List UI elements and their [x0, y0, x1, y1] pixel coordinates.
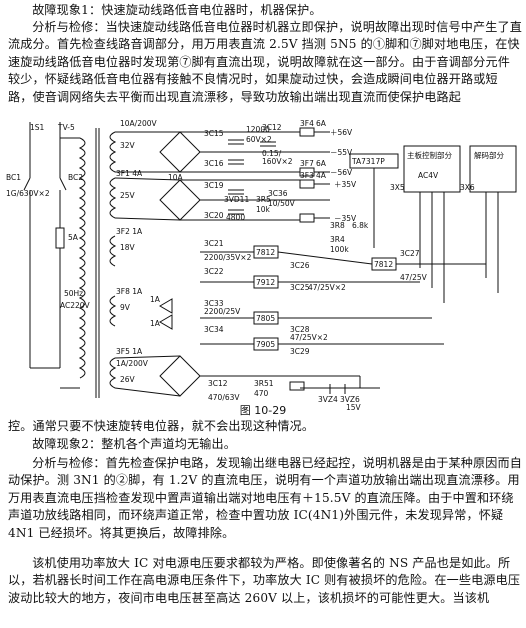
label-3c16: 3C16: [204, 159, 224, 168]
label-3r8: 3R8: [330, 221, 345, 230]
label-mains-hz: 50Hz: [64, 289, 83, 298]
label-cap-470-63: 470/63V: [208, 393, 240, 402]
fault-1-analysis: 分析与检修：当快速旋动线路低音电位器时机器立即保护，说明故障出现时信号中产生了直…: [8, 20, 522, 104]
label-bc2: BC2: [68, 173, 83, 182]
label-3c19: 3C19: [204, 181, 224, 190]
label-cap-47-25x2b: 47/25V×2: [290, 333, 328, 342]
label-3f4: 3F4: [300, 119, 314, 128]
label-reg-7805: 7805: [256, 314, 275, 323]
label-3f7: 3F7: [300, 159, 314, 168]
label-main-control: 主板控制部分: [407, 150, 452, 160]
label-15v: 15V: [346, 403, 362, 412]
label-ac4v: AC4V: [418, 171, 439, 180]
label-cap-10-50: 10/50V: [268, 199, 296, 208]
label-rail-n55: －55V: [330, 148, 353, 157]
label-rail-p56: ＋56V: [330, 128, 353, 137]
label-100k: 100k: [330, 245, 349, 254]
label-3c33: 3C33: [204, 299, 224, 308]
label-3vz4: 3VZ4: [318, 395, 338, 404]
label-ta7317p: TA7317P: [351, 157, 385, 166]
label-3c25: 3C25: [290, 283, 310, 292]
fault-1-continuation: 控。通常只要不快速旋转电位器，就不会出现这种情况。: [8, 419, 315, 433]
label-fuse-3f2: 3F2 1A: [116, 227, 143, 236]
label-3c34: 3C34: [204, 325, 224, 334]
label-3c36: 3C36: [268, 189, 288, 198]
label-reg-7812: 7812: [256, 248, 275, 257]
label-res-470: 470: [254, 389, 269, 398]
label-3c20: 3C20: [204, 211, 224, 220]
label-cap-4800: 4800: [226, 213, 245, 222]
label-3x6: 3X6: [460, 183, 475, 192]
label-3c28: 3C28: [290, 325, 310, 334]
label-fuse-3f8: 3F8 1A: [116, 287, 143, 296]
label-3c21: 3C21: [204, 239, 224, 248]
label-reg-7912: 7912: [256, 278, 275, 287]
label-tv5: TV-5: [57, 123, 75, 132]
label-cap-2200-35: 2200/35V×2: [204, 253, 252, 262]
label-fuse-3f1: 3F1 4A: [116, 169, 143, 178]
label-cap-12000: 12000: [246, 125, 270, 134]
label-26v: 26V: [120, 375, 136, 384]
label-3vd11: 3VD11: [224, 195, 249, 204]
label-cap-160v: 160V×2: [262, 157, 293, 166]
label-3c26: 3C26: [290, 261, 310, 270]
label-trans-10a: 10A/200V: [120, 119, 158, 128]
label-3r5: 3R5: [256, 195, 271, 204]
label-1a-bottom: 1A: [150, 319, 161, 328]
label-fuse-3f5: 3F5 1A: [116, 347, 143, 356]
label-25v: 25V: [120, 191, 136, 200]
label-3c27: 3C27: [400, 249, 420, 258]
label-3c29: 3C29: [290, 347, 310, 356]
fault-2-note: 该机使用功率放大 IC 对电源电压要求都较为严格。即使像著名的 NS 产品也是如…: [8, 556, 521, 605]
label-3f3: 3F3: [300, 171, 314, 180]
label-6.8k: 6.8k: [352, 221, 369, 230]
fault-2-heading: 故障现象2：整机各个声道均无输出。: [32, 437, 236, 451]
fault-2-analysis: 分析与检修：首先检查保护电路，发现输出继电器已经起控，说明机器是由于某种原因而自…: [8, 456, 522, 540]
label-mains-v: AC220V: [60, 301, 91, 310]
label-decode: 解码部分: [474, 150, 504, 160]
label-6a-1: 6A: [316, 119, 327, 128]
label-3vz6: 3VZ6: [340, 395, 360, 404]
label-10k: 10k: [256, 205, 271, 214]
power-supply-schematic: 1S1 TV-5 BC1 1G/630V×2 BC2 5A 50Hz AC220…: [6, 119, 517, 412]
label-4a: 4A: [316, 171, 327, 180]
fault-1-heading: 故障现象1：快速旋动线路低音电位器时，机器保护。: [32, 3, 322, 17]
label-3c12b: 3C12: [208, 379, 228, 388]
figure-caption: 图 10-29: [239, 404, 287, 417]
label-3r51: 3R51: [254, 379, 274, 388]
label-1a-top: 1A: [150, 295, 161, 304]
label-10a: 10A: [168, 173, 184, 182]
label-reg-7812-3n: 7812: [374, 260, 393, 269]
label-18v: 18V: [120, 243, 136, 252]
label-3c22: 3C22: [204, 267, 224, 276]
label-cap-47-25: 47/25V: [400, 273, 428, 282]
label-3x5: 3X5: [390, 183, 405, 192]
label-reg-7905: 7905: [256, 340, 275, 349]
label-bc1: BC1: [6, 173, 21, 182]
label-bc1-rating: 1G/630V×2: [6, 189, 50, 198]
label-6a-2: 6A: [316, 159, 327, 168]
label-9v: 9V: [120, 303, 131, 312]
label-fuse-5a: 5A: [68, 233, 79, 242]
label-32v: 32V: [120, 141, 136, 150]
label-cap-60v: 60V×2: [246, 135, 272, 144]
label-cap-47-25x2: 47/25V×2: [308, 283, 346, 292]
label-1s1: 1S1: [30, 123, 45, 132]
label-rail-n35: －35V: [334, 214, 357, 223]
label-3r4: 3R4: [330, 235, 345, 244]
label-rail-p35: ＋35V: [334, 180, 357, 189]
label-1a200v: 1A/200V: [116, 359, 149, 368]
label-cap-015: 0.15/: [262, 149, 282, 158]
label-3c15: 3C15: [204, 129, 224, 138]
label-3c12: 3C12: [262, 123, 282, 132]
label-rail-n56: －56V: [330, 168, 353, 177]
label-cap-2200-25: 2200/25V: [204, 307, 241, 316]
